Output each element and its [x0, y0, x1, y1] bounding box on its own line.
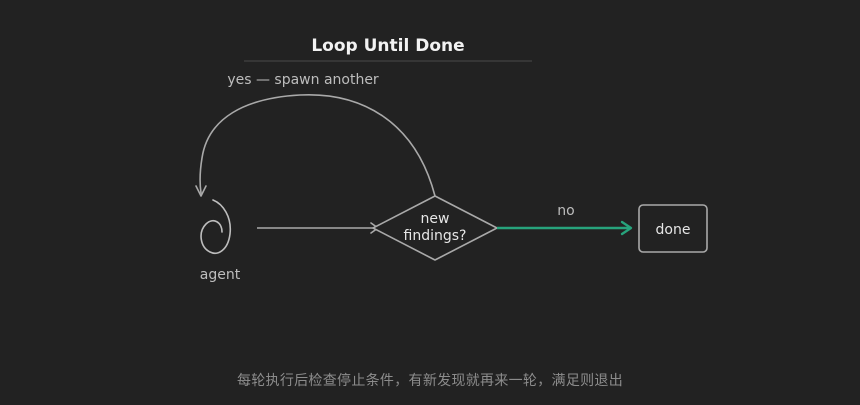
loop-back-edge [199, 94, 436, 197]
decision-label-line2: findings? [404, 228, 467, 244]
decision-label-line1: new [421, 211, 450, 227]
agent-label: agent [200, 267, 241, 283]
done-label: done [656, 222, 691, 238]
loop-back-arrowhead [195, 185, 207, 197]
done-box [638, 204, 708, 253]
diagram-title: Loop Until Done [311, 36, 464, 56]
no-label: no [557, 203, 574, 219]
loop-back-label: yes — spawn another [227, 72, 379, 88]
decision-diamond [372, 195, 498, 261]
diagram-caption: 每轮执行后检查停止条件，有新发现就再来一轮，满足则退出 [236, 373, 624, 389]
agent-swirl-icon [200, 199, 232, 254]
decision-to-done-arrowhead [620, 220, 633, 236]
